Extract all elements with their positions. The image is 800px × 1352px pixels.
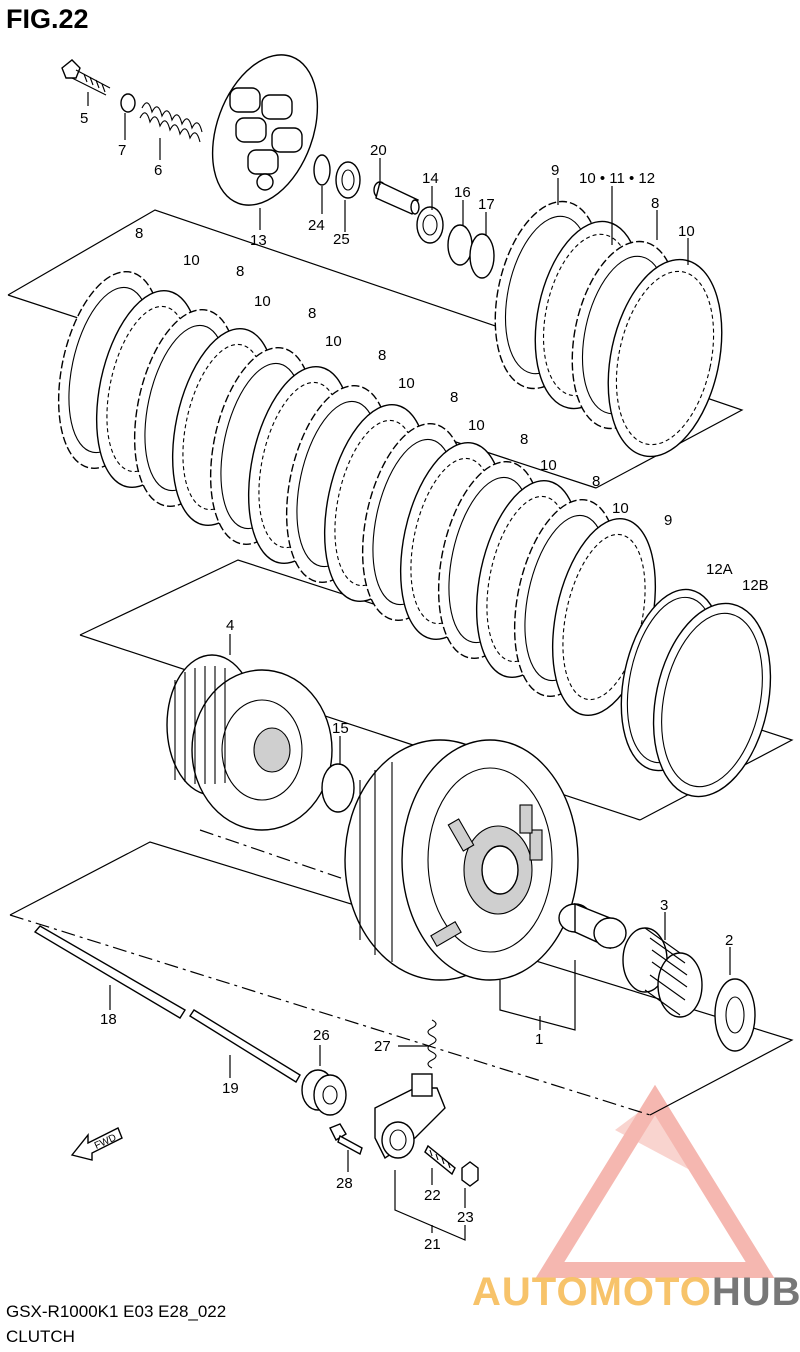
- callout-8-s3: 8: [308, 305, 316, 322]
- forward-arrow[interactable]: FWD: [70, 1127, 123, 1161]
- callout-1: 1: [535, 1031, 543, 1048]
- fwd-label: FWD: [93, 1132, 118, 1152]
- clutch-plates-upper: [494, 200, 723, 458]
- callout-24: 24: [308, 217, 325, 234]
- nut-part-14: [416, 206, 444, 244]
- callout-8-s6: 8: [520, 431, 528, 448]
- callout-13: 13: [250, 232, 267, 249]
- needle-bearing-part-3: [622, 927, 703, 1018]
- pressure-plate-part-13: [211, 54, 319, 206]
- callout-25: 25: [333, 231, 350, 248]
- bolt-part-5: [61, 59, 111, 96]
- push-rod-part-20: [373, 181, 420, 215]
- watermark-hub: HUB: [711, 1270, 800, 1314]
- callout-21: 21: [424, 1236, 441, 1253]
- bearing-part-25: [335, 161, 361, 199]
- callout-15: 15: [332, 720, 349, 737]
- callout-22: 22: [424, 1187, 441, 1204]
- callout-8-s7: 8: [592, 473, 600, 490]
- watermark-logo: [535, 1084, 775, 1278]
- section-name: CLUTCH: [6, 1327, 75, 1346]
- spring-part-27: [427, 1019, 437, 1069]
- washer-part-24: [313, 154, 331, 186]
- callout-17: 17: [478, 196, 495, 213]
- callout-7: 7: [118, 142, 126, 159]
- callout-4: 4: [226, 617, 234, 634]
- callout-16: 16: [454, 184, 471, 201]
- model-code: GSX-R1000K1 E03 E28_022: [6, 1302, 227, 1321]
- callout-10-s7: 10: [612, 500, 629, 517]
- callout-8-top: 8: [651, 195, 659, 212]
- leader-lines: [87, 92, 731, 1241]
- sleeve-part-1: [558, 902, 627, 950]
- callout-23: 23: [457, 1209, 474, 1226]
- callout-10-s6: 10: [540, 457, 557, 474]
- watermark-text: AUTOMOTOHUB: [472, 1270, 800, 1315]
- callout-14: 14: [422, 170, 439, 187]
- callout-12A: 12A: [706, 561, 733, 578]
- callout-8-s4: 8: [378, 347, 386, 364]
- callout-9-top: 9: [551, 162, 559, 179]
- spring-part-6: [139, 102, 203, 143]
- callout-10-top: 10: [678, 223, 695, 240]
- washer-part-2: [714, 978, 756, 1052]
- callout-3: 3: [660, 897, 668, 914]
- callout-8-s5: 8: [450, 389, 458, 406]
- watermark-auto: AUTOMOTO: [472, 1270, 712, 1314]
- callout-20: 20: [370, 142, 387, 159]
- clutch-hub-part-4: [166, 654, 333, 831]
- callout-2: 2: [725, 932, 733, 949]
- clutch-housing-part-1: [344, 739, 579, 981]
- callout-27: 27: [374, 1038, 391, 1055]
- clutch-plates-main: [57, 270, 657, 717]
- callout-18: 18: [100, 1011, 117, 1028]
- nut-part-23: [461, 1161, 479, 1187]
- callout-10-s2: 10: [254, 293, 271, 310]
- callout-10-s4: 10: [398, 375, 415, 392]
- callout-8-s1: 8: [135, 225, 143, 242]
- part-callouts: 5 7 6 13 20 24 25 14 16 17 9 10 • 11 • 1…: [80, 110, 769, 1253]
- callout-26: 26: [313, 1027, 330, 1044]
- callout-10-s3: 10: [325, 333, 342, 350]
- callout-8-s2: 8: [236, 263, 244, 280]
- washer-part-16: [447, 224, 473, 266]
- oil-seal-part-26: [301, 1069, 347, 1116]
- figure-title: FIG.22: [6, 4, 89, 34]
- callout-10-11-12: 10 • 11 • 12: [579, 170, 655, 187]
- callout-10-s1: 10: [183, 252, 200, 269]
- rings-part-12A-12B: [620, 588, 772, 798]
- callout-12B: 12B: [742, 577, 769, 594]
- callout-10-s5: 10: [468, 417, 485, 434]
- washer-part-7: [120, 93, 136, 113]
- callout-9-bottom: 9: [664, 512, 672, 529]
- push-rod-part-18: [33, 925, 186, 1019]
- washer-part-17: [469, 233, 495, 279]
- push-rod-part-19: [189, 1009, 301, 1083]
- callout-19: 19: [222, 1080, 239, 1097]
- callout-5: 5: [80, 110, 88, 127]
- callout-6: 6: [154, 162, 162, 179]
- stud-part-22: [424, 1144, 456, 1176]
- washer-part-15: [321, 763, 355, 813]
- callout-28: 28: [336, 1175, 353, 1192]
- bolt-part-28: [329, 1123, 363, 1156]
- release-arm-part-21: [374, 1073, 446, 1160]
